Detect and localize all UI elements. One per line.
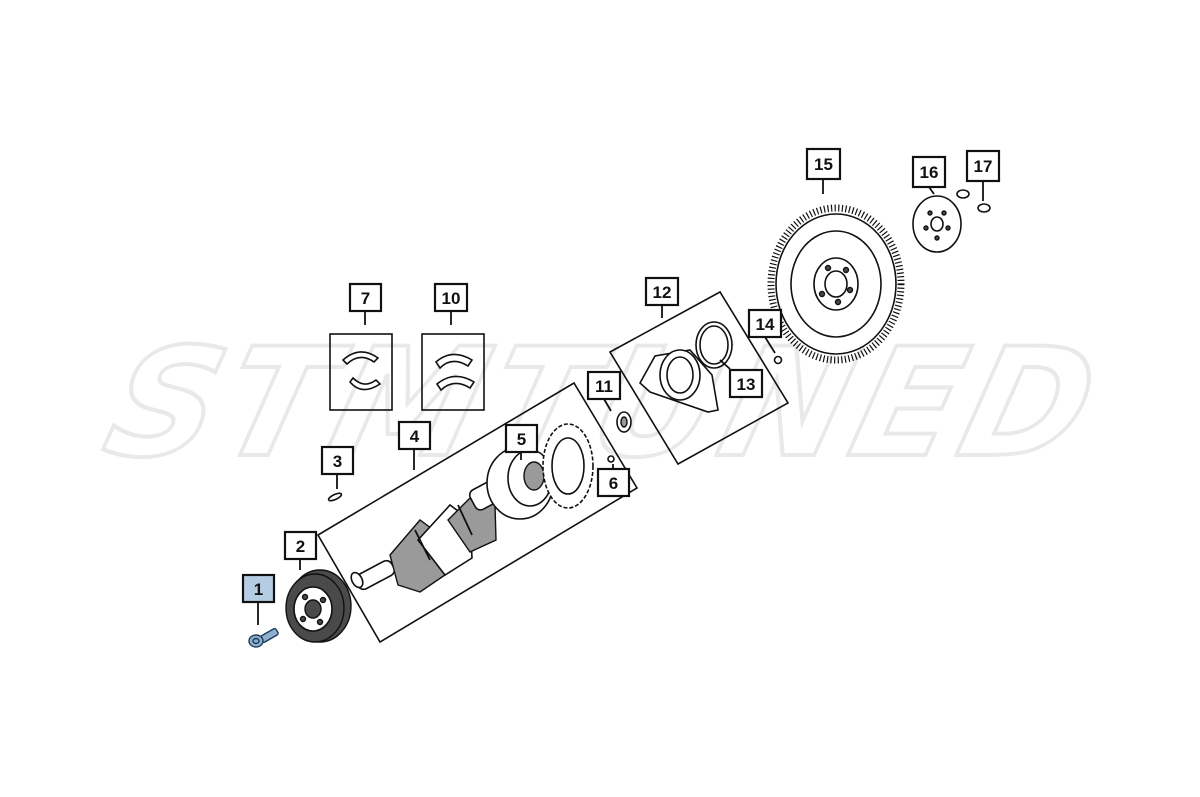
callout-5[interactable]: 5 <box>504 423 539 454</box>
frame-thrust-bearing <box>421 333 485 411</box>
callout-10[interactable]: 10 <box>433 282 469 313</box>
frame-main-bearing <box>329 333 393 411</box>
callout-12[interactable]: 12 <box>644 276 680 307</box>
svg-text:17: 17 <box>974 157 993 176</box>
svg-text:7: 7 <box>361 289 370 308</box>
svg-text:5: 5 <box>517 430 526 449</box>
rear-seal-icon[interactable] <box>695 321 733 369</box>
reinforcement-plate-icon[interactable] <box>912 195 962 253</box>
main-bearing-icon[interactable] <box>341 351 382 391</box>
tone-wheel-icon[interactable] <box>542 423 594 509</box>
callout-15[interactable]: 15 <box>805 147 842 181</box>
frame-crankshaft <box>316 381 639 644</box>
callout-3[interactable]: 3 <box>320 445 355 476</box>
svg-text:14: 14 <box>756 315 775 334</box>
callout-14[interactable]: 14 <box>747 308 783 339</box>
thrust-bearing-icon[interactable] <box>434 353 476 392</box>
svg-text:6: 6 <box>609 474 618 493</box>
callout-1[interactable]: 1 <box>241 573 276 604</box>
svg-text:12: 12 <box>653 283 672 302</box>
callout-4[interactable]: 4 <box>397 420 432 451</box>
svg-text:13: 13 <box>737 375 756 394</box>
frame-rear-seal <box>608 290 790 466</box>
rear-seal-retainer-icon[interactable] <box>638 349 719 413</box>
callout-13[interactable]: 13 <box>728 368 764 399</box>
callout-7[interactable]: 7 <box>348 282 383 313</box>
screw-icon[interactable] <box>607 455 615 463</box>
svg-text:15: 15 <box>814 155 833 174</box>
svg-text:3: 3 <box>333 452 342 471</box>
svg-text:16: 16 <box>920 163 939 182</box>
callout-6[interactable]: 6 <box>596 467 631 498</box>
key-icon[interactable] <box>327 492 343 502</box>
watermark-logo: STMTUNED <box>91 316 1119 490</box>
callout-16[interactable]: 16 <box>911 155 947 189</box>
callout-2[interactable]: 2 <box>283 530 318 561</box>
dowel-icon[interactable] <box>773 355 783 365</box>
svg-text:1: 1 <box>254 580 263 599</box>
leader-lines <box>257 179 984 625</box>
svg-text:4: 4 <box>410 427 420 446</box>
callout-11[interactable]: 11 <box>586 370 622 401</box>
group-frames <box>316 290 790 644</box>
svg-text:11: 11 <box>595 377 613 396</box>
damper-pulley-icon[interactable] <box>285 569 352 643</box>
flexplate-icon[interactable] <box>767 204 905 364</box>
pilot-bushing-icon[interactable] <box>616 411 632 433</box>
flexplate-bolt-icon[interactable] <box>956 189 991 213</box>
svg-text:10: 10 <box>442 289 461 308</box>
callout-17[interactable]: 17 <box>965 149 1001 183</box>
svg-text:2: 2 <box>296 537 305 556</box>
bolt-icon[interactable] <box>248 627 279 648</box>
